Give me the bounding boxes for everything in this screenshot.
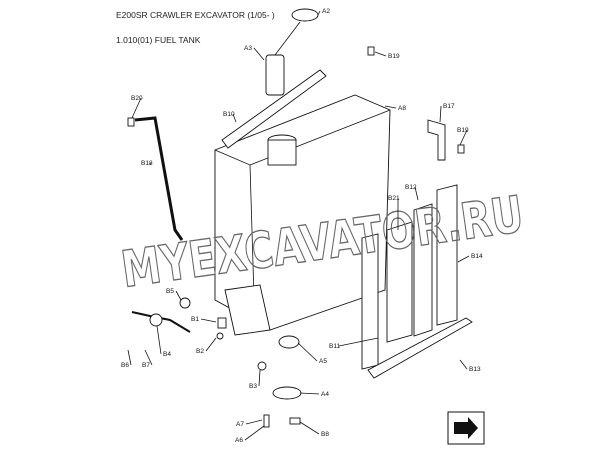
leader-line [156, 325, 162, 355]
leader-line [258, 369, 261, 387]
strainer [265, 54, 285, 96]
leader-line [144, 349, 153, 366]
leader-line [439, 105, 442, 123]
diagram-subtitle: 1.010(01) FUEL TANK [116, 35, 201, 45]
pad-b12 [413, 203, 433, 337]
callout-a4[interactable]: A4 [321, 391, 329, 398]
callout-b14[interactable]: B14 [471, 253, 483, 260]
leader-line [200, 318, 217, 323]
callout-b7[interactable]: B7 [142, 362, 150, 369]
leader-line [299, 421, 320, 435]
cover-a4 [272, 386, 302, 400]
callout-b4[interactable]: B4 [163, 351, 171, 358]
leader-line [205, 337, 217, 352]
drain-bracket [224, 284, 271, 336]
callout-b12[interactable]: B12 [405, 184, 417, 191]
grommet-b5 [179, 297, 191, 309]
fitting-b8 [289, 417, 301, 425]
callout-b11[interactable]: B11 [329, 343, 340, 350]
gauge-b4 [149, 313, 163, 327]
callout-a3[interactable]: A3 [244, 45, 252, 52]
callout-b17[interactable]: B17 [443, 103, 455, 110]
callout-b1[interactable]: B1 [191, 316, 199, 323]
next-page-arrow-icon[interactable] [447, 411, 485, 445]
leader-line [297, 342, 318, 362]
bolt-a6 [263, 414, 270, 428]
fuel-tank-drawing [127, 8, 473, 428]
callout-b19[interactable]: B19 [457, 127, 469, 134]
bolt-b19 [367, 46, 375, 56]
callout-a7[interactable]: A7 [236, 421, 244, 428]
leader-line [149, 162, 152, 166]
o-ring-a5 [278, 335, 300, 349]
leader-line [232, 113, 237, 123]
leader-line [127, 349, 132, 366]
leader-line [338, 337, 379, 347]
callout-b18[interactable]: B18 [141, 160, 153, 167]
diagram-title: E200SR CRAWLER EXCAVATOR (1/05- ) [116, 10, 275, 20]
leader-line [131, 97, 142, 119]
bolt-b1 [217, 317, 227, 329]
leader-line [245, 419, 263, 425]
bracket-b17 [427, 119, 446, 161]
leader-line [459, 359, 468, 370]
callout-b5[interactable]: B5 [166, 288, 174, 295]
pad-b13 [367, 317, 473, 379]
leader-line [374, 51, 387, 57]
pad-b14 [436, 184, 458, 326]
callout-b13[interactable]: B13 [469, 366, 481, 373]
callout-b10[interactable]: B10 [223, 111, 235, 118]
fuel-cap [291, 8, 319, 22]
callout-b8[interactable]: B8 [321, 431, 329, 438]
callout-b19[interactable]: B19 [388, 53, 400, 60]
callout-b6[interactable]: B6 [121, 362, 129, 369]
callout-a2[interactable]: A2 [322, 8, 330, 15]
washer-b3 [257, 361, 267, 371]
leader-line [175, 290, 182, 301]
rubber-strip-b10 [221, 69, 327, 149]
bolt-b19b [457, 144, 465, 154]
leader-line [384, 105, 397, 109]
callout-b21[interactable]: B21 [388, 195, 400, 202]
callout-a5[interactable]: A5 [319, 358, 327, 365]
leader-line [299, 392, 320, 395]
leader-line [244, 425, 265, 441]
leader-line [457, 255, 470, 263]
fuel-tank-body [214, 94, 391, 331]
washer-b2 [216, 332, 224, 340]
callout-b3[interactable]: B3 [249, 383, 257, 390]
bolt-b20 [127, 117, 135, 127]
callout-a8[interactable]: A8 [398, 105, 406, 112]
callout-b20[interactable]: B20 [131, 95, 143, 102]
leader-line [459, 129, 468, 146]
leader-line [253, 47, 265, 61]
pad-b21 [386, 221, 413, 343]
leader-line [414, 186, 419, 201]
callout-a6[interactable]: A6 [235, 437, 243, 444]
callout-b2[interactable]: B2 [196, 348, 204, 355]
leader-line [317, 10, 321, 16]
